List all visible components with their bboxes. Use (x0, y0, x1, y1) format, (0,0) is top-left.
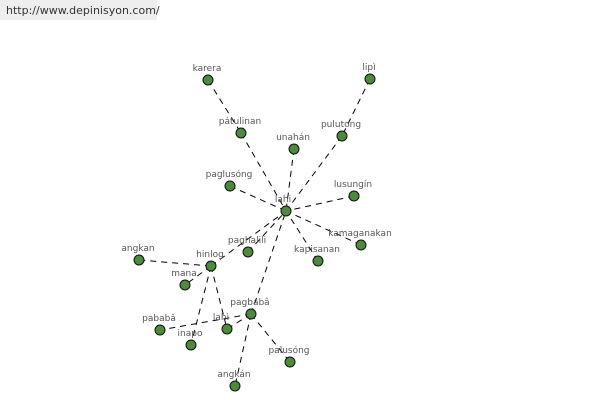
node-label: lahì (213, 313, 229, 323)
node-lahi[interactable] (280, 205, 292, 217)
node-label: kapisanan (294, 245, 340, 255)
node-lahi2[interactable] (221, 323, 233, 335)
node-label: inapo (178, 329, 203, 339)
edge-hinlog-lahi (210, 210, 287, 267)
node-label: paglusóng (206, 169, 253, 180)
edge-pagbaba-angkan2 (234, 313, 252, 387)
node-label: karera (193, 64, 222, 74)
node-angkan[interactable] (133, 254, 145, 266)
edge-kapisanan-lahi (285, 210, 319, 262)
node-angkan2[interactable] (229, 380, 241, 392)
edge-patulinan-lahi (240, 132, 287, 212)
node-label: angkan (121, 244, 154, 254)
node-label: lusungín (334, 180, 372, 190)
node-lipi[interactable] (364, 73, 376, 85)
node-label: pagbabâ (230, 298, 269, 308)
node-label: lipì (362, 63, 375, 73)
node-label: pababâ (142, 314, 176, 324)
node-kapisanan[interactable] (312, 255, 324, 267)
node-label: mana (171, 269, 197, 279)
node-mana[interactable] (179, 279, 191, 291)
node-pababa[interactable] (154, 324, 166, 336)
node-label: palusóng (268, 345, 309, 356)
node-kamaganakan[interactable] (355, 239, 367, 251)
edge-pulutong-lahi (285, 135, 343, 212)
node-inapo[interactable] (185, 339, 197, 351)
edge-pagbaba-lahi (250, 210, 287, 315)
node-paglusong[interactable] (224, 180, 236, 192)
node-paghalili[interactable] (242, 246, 254, 258)
node-label: pátulinan (219, 117, 261, 127)
node-palusong[interactable] (284, 356, 296, 368)
node-label: unahán (276, 133, 310, 143)
node-lusungin[interactable] (348, 190, 360, 202)
node-label: lahi (275, 195, 291, 205)
edge-pagbaba-pababa (159, 313, 252, 331)
edge-lusungin-lahi (285, 195, 355, 212)
edge-kamaganakan-lahi (285, 210, 362, 246)
node-unahan[interactable] (288, 143, 300, 155)
edge-hinlog-inapo (190, 265, 212, 346)
node-pulutong[interactable] (336, 130, 348, 142)
node-pagbaba[interactable] (245, 308, 257, 320)
edge-paghalili-lahi (247, 210, 287, 253)
node-patulinan[interactable] (235, 127, 247, 139)
url-label: http://www.depinisyon.com/ (0, 0, 160, 20)
node-label: hinlog (196, 250, 224, 260)
node-label: paghalili (228, 236, 266, 246)
node-label: pulutong (321, 120, 361, 130)
node-label: kamaganakan (328, 229, 392, 239)
node-label: angkán (217, 370, 250, 380)
edge-hinlog-angkan (138, 259, 212, 267)
node-karera[interactable] (202, 74, 214, 86)
node-hinlog[interactable] (205, 260, 217, 272)
